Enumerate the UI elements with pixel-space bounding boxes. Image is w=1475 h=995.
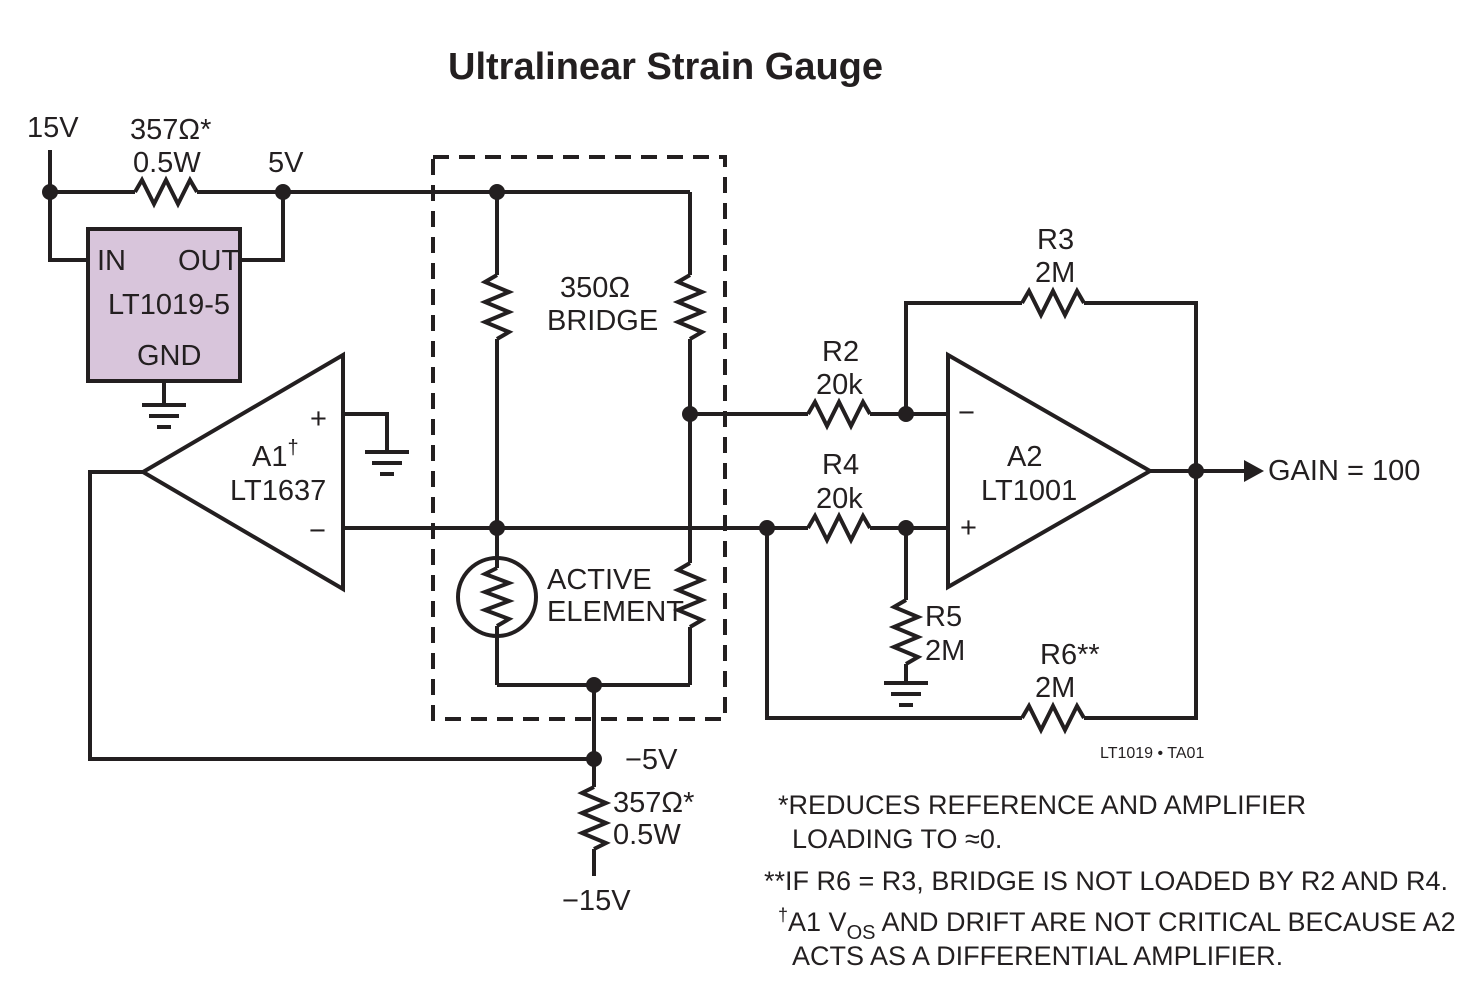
opamp-a1: + − A1† LT1637 [88,351,594,761]
figure-title: Ultralinear Strain Gauge [448,46,883,88]
resistor-r3 [1020,286,1086,320]
a1-triangle [139,351,345,593]
resistor-r6 [1020,701,1086,735]
resistor-r4 [806,511,872,545]
top-resistor-power: 0.5W [133,147,201,179]
note-3-line-1: †A1 VOS AND DRIFT ARE NOT CRITICAL BECAU… [778,905,1456,944]
bridge-label-ohms: 350Ω [560,272,630,304]
bridge-label-bridge: BRIDGE [547,305,658,337]
bridge-resistor-top-right [672,273,708,341]
r2-value: 20k [816,369,863,401]
bridge: 350Ω BRIDGE ACTIVE ELEMENT [431,155,727,721]
a1-part: LT1637 [230,475,326,507]
r5-value: 2M [925,635,965,667]
active-element-resistor [479,566,515,628]
a1-minus: − [309,515,326,547]
resistor-357-top [133,175,199,209]
active-element-label-2: ELEMENT [547,596,684,628]
r3-value: 2M [1035,257,1075,289]
bottom-supply [576,685,612,876]
r6-value: 2M [1035,672,1075,704]
active-element-label-1: ACTIVE [547,564,652,596]
r2-name: R2 [822,336,859,368]
a2-plus: + [960,512,977,544]
note-1-line-2: LOADING TO ≈0. [792,824,1002,854]
bridge-dashed-box [431,155,727,721]
a2-minus: − [958,397,975,429]
junction-dots [42,184,1204,767]
note-3-line-2: ACTS AS A DIFFERENTIAL AMPLIFIER. [792,941,1283,971]
bridge-resistor-top-left [479,273,515,341]
label-neg5v: −5V [625,744,678,776]
a2-part: LT1001 [981,475,1077,507]
figure-code: LT1019 • TA01 [1100,745,1204,762]
r3-name: R3 [1037,224,1074,256]
regulator-body [86,227,242,383]
regulator-lt1019: IN OUT LT1019-5 GND [86,227,242,429]
regulator-name: LT1019-5 [108,289,230,321]
bridge-resistor-bottom-right [672,561,708,629]
ground-symbol [142,403,186,429]
note-1-line-1: *REDUCES REFERENCE AND AMPLIFIER [778,790,1306,820]
label-5v: 5V [268,147,304,179]
regulator-gnd-pin: GND [137,340,201,372]
label-15v: 15V [27,112,79,144]
output-arrow-icon [1244,460,1264,482]
opamp-a2: − + A2 LT1001 [946,351,1155,591]
output-gain-label: GAIN = 100 [1268,455,1420,487]
resistor-r2 [806,397,872,431]
bottom-resistor-value: 357Ω* [613,787,694,819]
r6-name: R6** [1040,639,1100,671]
resistor-r5 [888,598,924,666]
label-neg15v: −15V [562,885,631,917]
resistor-357-bottom [576,785,612,851]
regulator-out-pin: OUT [178,245,240,277]
note-2: **IF R6 = R3, BRIDGE IS NOT LOADED BY R2… [764,866,1448,896]
ground-symbol [884,681,928,707]
a2-triangle [946,351,1155,591]
regulator-in-pin: IN [97,245,126,277]
a1-plus: + [310,403,327,435]
a2-name: A2 [1007,441,1042,473]
top-resistor-value: 357Ω* [130,114,211,146]
a1-name: A1† [252,437,299,473]
footnotes: *REDUCES REFERENCE AND AMPLIFIER LOADING… [764,790,1456,971]
r4-name: R4 [822,449,859,481]
bottom-resistor-power: 0.5W [613,819,681,851]
ground-symbol [365,450,409,476]
top-rail [48,150,690,262]
r5-name: R5 [925,601,962,633]
r4-value: 20k [816,483,863,515]
